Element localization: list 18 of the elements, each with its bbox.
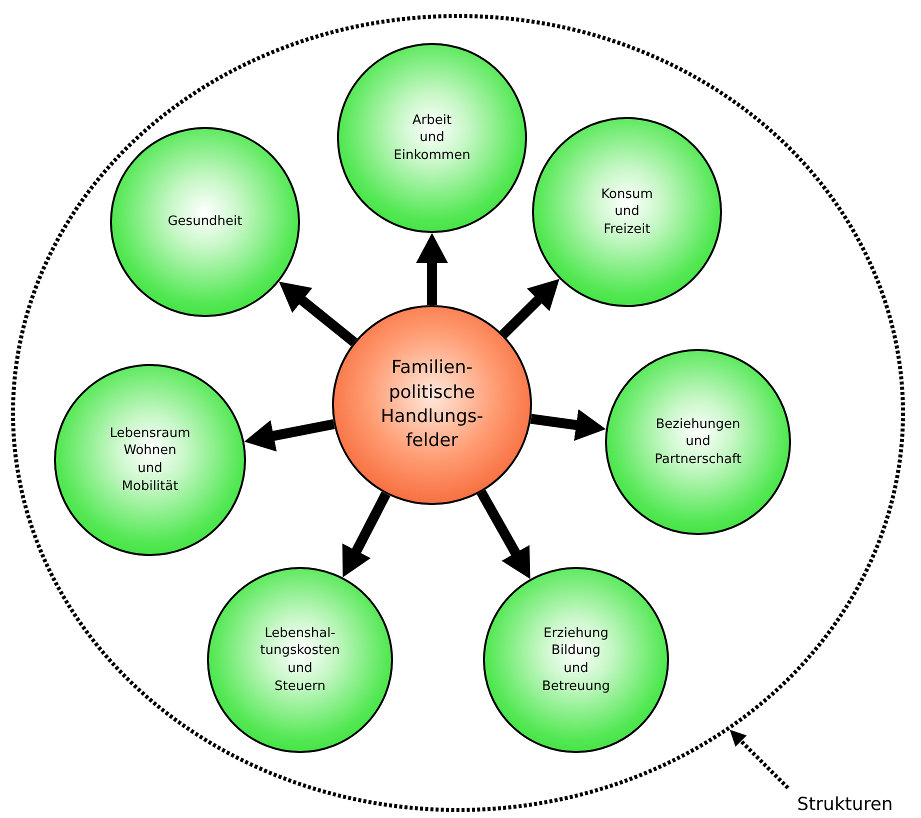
arrow <box>730 730 790 790</box>
caption-text: Strukturen <box>797 792 893 817</box>
node-label: Beziehungen und Partnerschaft <box>654 416 742 468</box>
node-label: Konsum und Freizeit <box>601 186 653 238</box>
node-label: Lebensraum Wohnen und Mobilität <box>110 424 190 496</box>
node-label: Familien- politische Handlungs- felder <box>380 356 484 454</box>
node-label: Lebenshal- tungskosten und Steuern <box>260 624 340 696</box>
arrow <box>530 409 606 441</box>
node-label: Arbeit und Einkommen <box>394 112 470 164</box>
arrow <box>500 278 560 338</box>
dotted-boundary-ellipse <box>10 13 906 813</box>
arrow <box>278 282 358 346</box>
arrow <box>476 490 530 580</box>
arrow <box>342 492 390 578</box>
arrow <box>416 233 448 305</box>
arrow <box>244 419 335 452</box>
node-label: Erziehung Bildung und Betreuung <box>542 624 610 696</box>
node-label: Gesundheit <box>168 213 242 231</box>
